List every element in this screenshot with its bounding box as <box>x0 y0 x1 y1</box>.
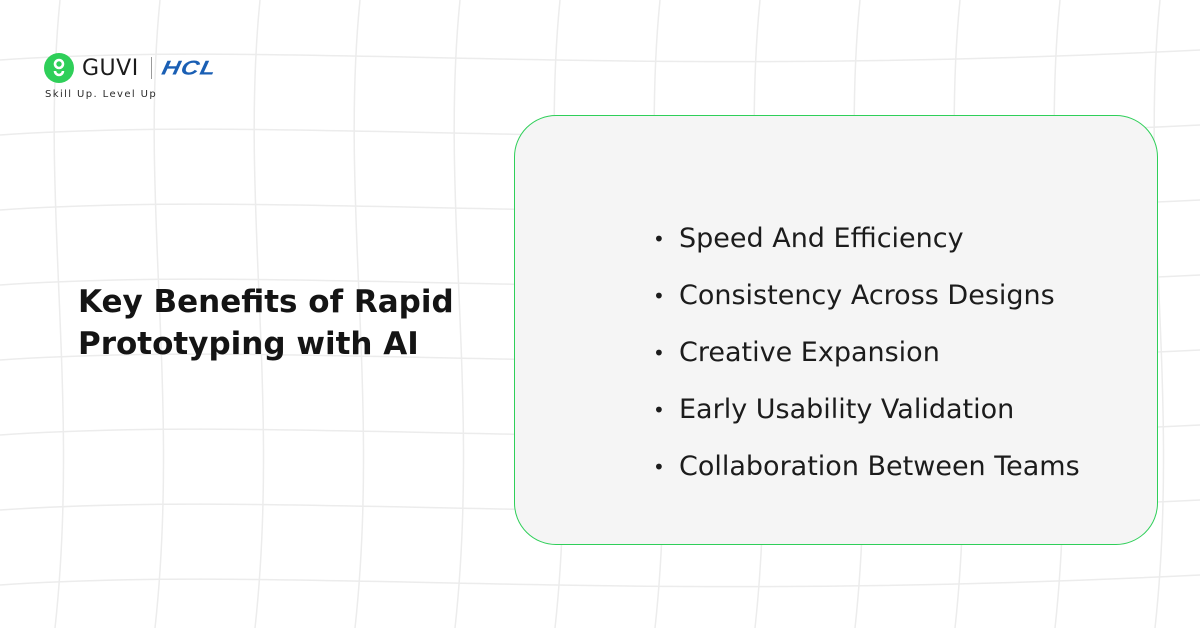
brand-logo: GUVI HCL Skill Up. Level Up <box>44 53 220 100</box>
page-title: Key Benefits of Rapid Prototyping with A… <box>78 281 498 365</box>
bullet-icon: • <box>653 283 665 308</box>
logo-divider <box>150 57 153 79</box>
benefits-list: • Speed And Efficiency • Consistency Acr… <box>653 210 1080 495</box>
guvi-logo-icon <box>44 53 74 83</box>
list-item: • Early Usability Validation <box>653 381 1080 438</box>
list-item: • Speed And Efficiency <box>653 210 1080 267</box>
list-item: • Creative Expansion <box>653 324 1080 381</box>
benefit-label: Speed And Efficiency <box>679 223 964 254</box>
brand-name: GUVI <box>82 55 139 81</box>
benefit-label: Consistency Across Designs <box>679 280 1055 311</box>
page-title-line-1: Key Benefits of Rapid <box>78 284 454 320</box>
bullet-icon: • <box>653 397 665 422</box>
bullet-icon: • <box>653 226 665 251</box>
benefits-card: • Speed And Efficiency • Consistency Acr… <box>514 115 1158 545</box>
benefit-label: Early Usability Validation <box>679 394 1015 425</box>
bullet-icon: • <box>653 340 665 365</box>
list-item: • Consistency Across Designs <box>653 267 1080 324</box>
benefit-label: Collaboration Between Teams <box>679 451 1080 482</box>
benefit-label: Creative Expansion <box>679 337 940 368</box>
partner-name: HCL <box>159 56 220 79</box>
list-item: • Collaboration Between Teams <box>653 438 1080 495</box>
bullet-icon: • <box>653 454 665 479</box>
logo-row: GUVI HCL <box>44 53 220 83</box>
page-title-line-2: Prototyping with AI <box>78 326 419 362</box>
brand-tagline: Skill Up. Level Up <box>45 89 158 100</box>
